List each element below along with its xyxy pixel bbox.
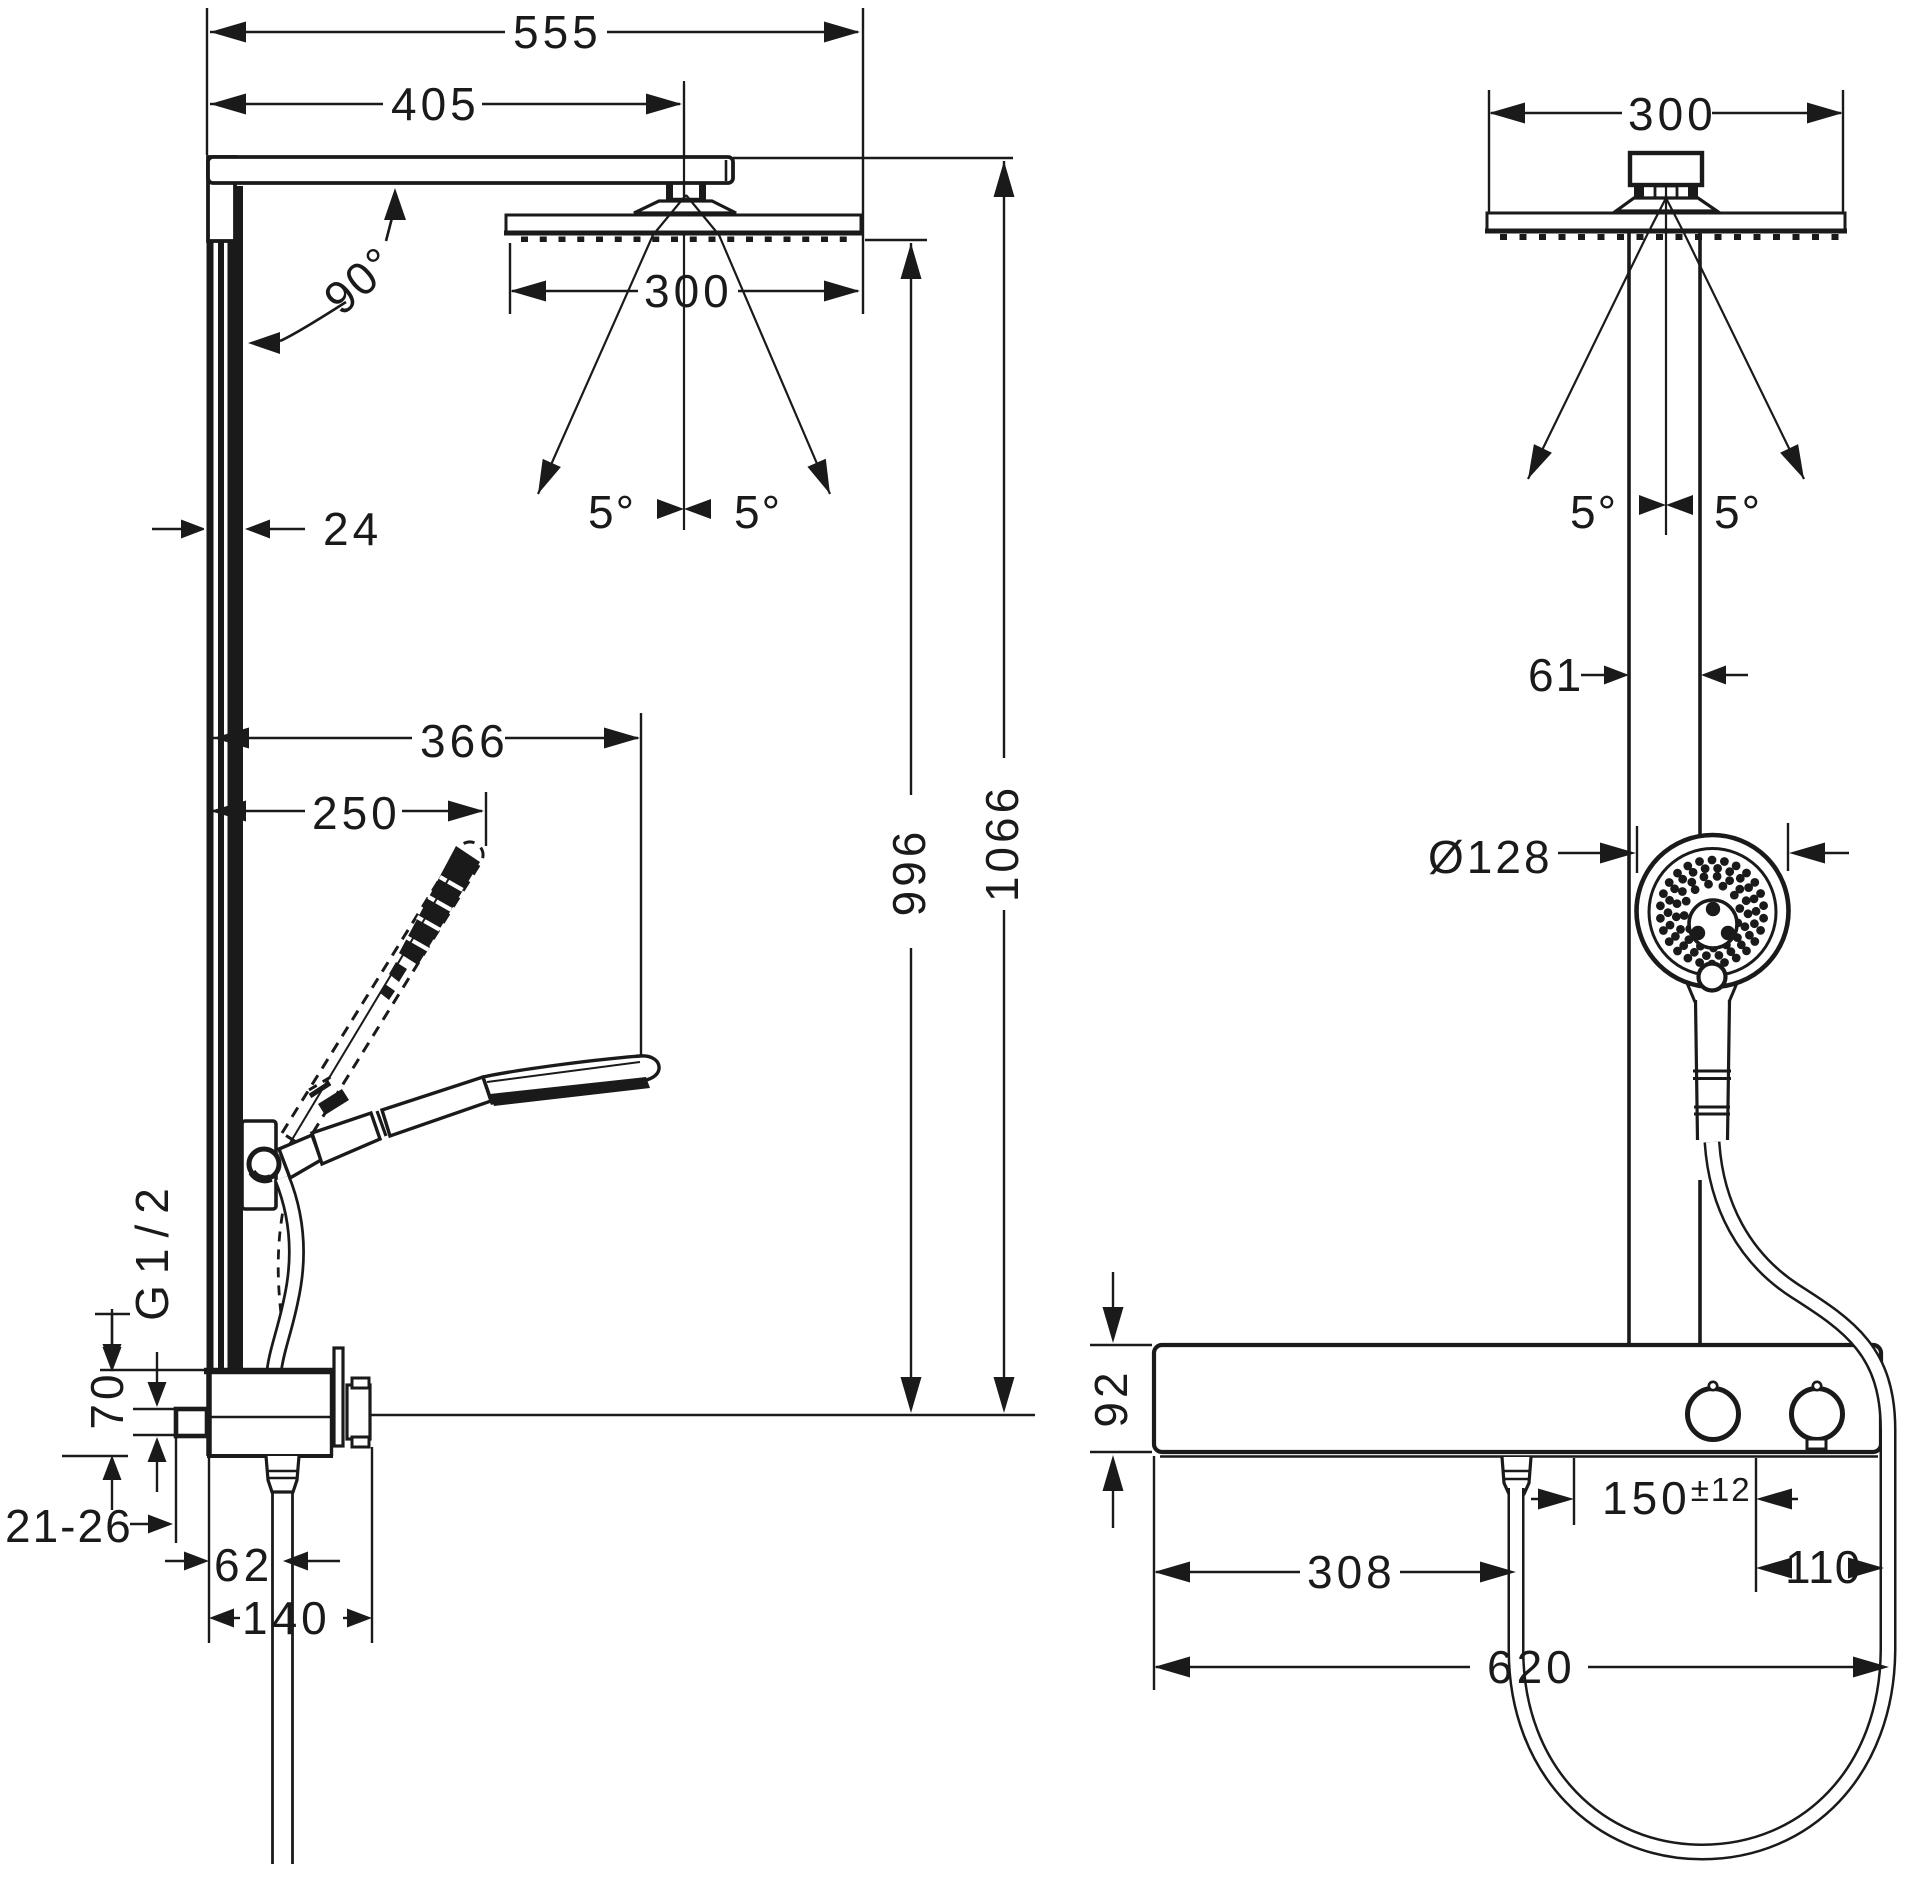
svg-text:61: 61	[1528, 649, 1583, 701]
svg-text:70: 70	[81, 1370, 133, 1429]
svg-text:366: 366	[420, 715, 509, 767]
svg-text:140: 140	[242, 1592, 331, 1644]
svg-text:110: 110	[1785, 1541, 1861, 1593]
svg-text:405: 405	[391, 78, 480, 130]
svg-text:308: 308	[1307, 1546, 1396, 1598]
svg-text:300: 300	[644, 265, 733, 317]
svg-text:1066: 1066	[976, 784, 1028, 902]
svg-text:250: 250	[312, 787, 401, 839]
svg-text:5°: 5°	[588, 486, 636, 538]
svg-text:555: 555	[513, 6, 602, 58]
svg-text:21-26: 21-26	[5, 1500, 133, 1552]
svg-text:92: 92	[1085, 1368, 1137, 1427]
svg-text:Ø128: Ø128	[1428, 831, 1553, 883]
svg-text:5°: 5°	[1570, 486, 1618, 538]
svg-text:5°: 5°	[1714, 486, 1762, 538]
svg-text:300: 300	[1628, 88, 1717, 140]
svg-text:G1/2: G1/2	[126, 1177, 178, 1321]
svg-text:24: 24	[323, 503, 382, 555]
svg-text:62: 62	[214, 1539, 273, 1591]
svg-text:996: 996	[883, 828, 935, 917]
svg-text:5°: 5°	[734, 486, 782, 538]
svg-text:150±12: 150±12	[1602, 1471, 1752, 1524]
svg-text:620: 620	[1487, 1641, 1576, 1693]
